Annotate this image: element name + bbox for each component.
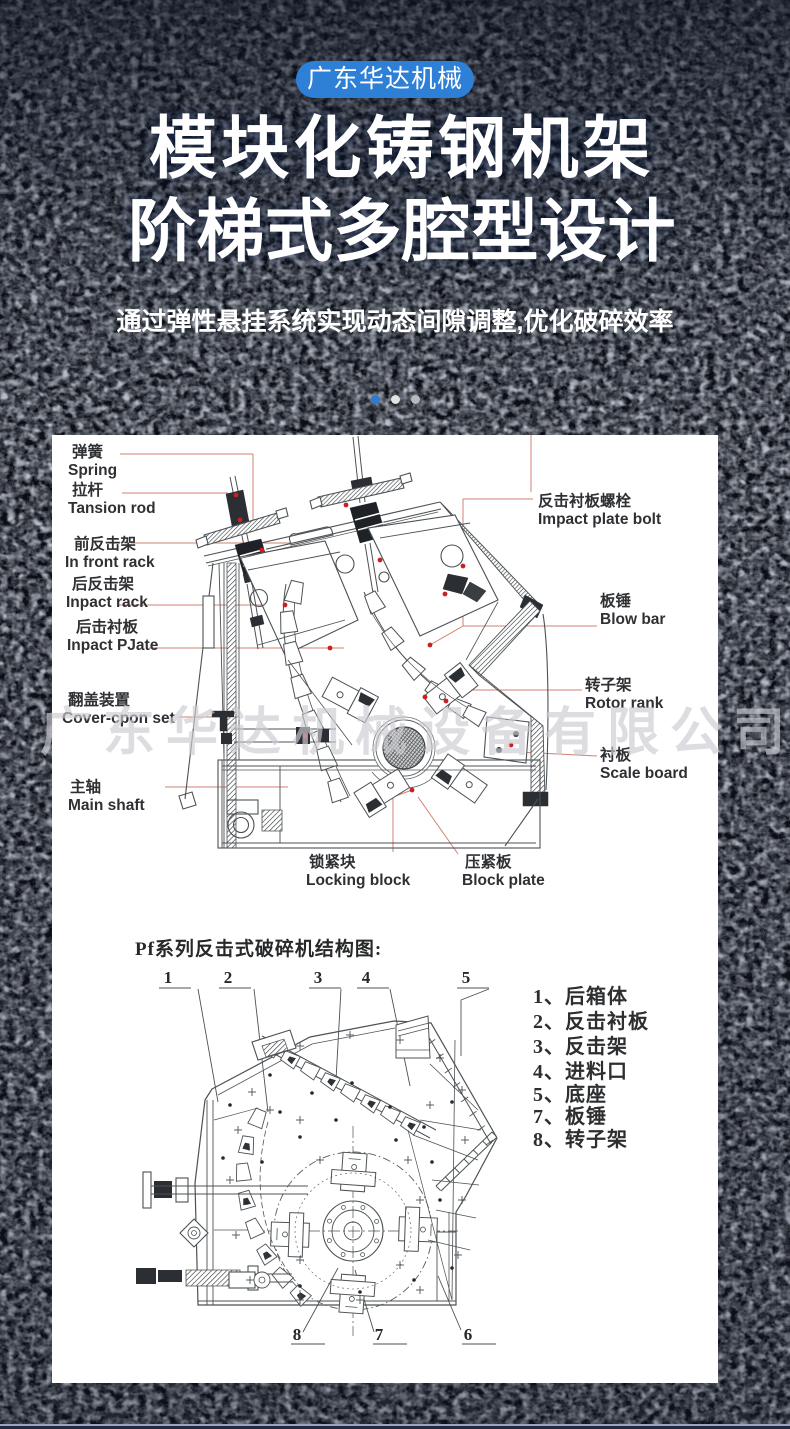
svg-text:Inpact rack: Inpact rack (66, 594, 148, 611)
svg-text:反击衬板螺栓: 反击衬板螺栓 (538, 491, 632, 510)
svg-text:1: 1 (164, 968, 173, 987)
svg-text:弹簧: 弹簧 (72, 442, 104, 461)
svg-text:3: 3 (314, 968, 323, 987)
svg-text:Spring: Spring (68, 462, 117, 479)
svg-text:Pf系列反击式破碎机结构图:: Pf系列反击式破碎机结构图: (135, 937, 382, 960)
svg-text:6: 6 (464, 1325, 473, 1344)
svg-text:拉杆: 拉杆 (72, 480, 104, 499)
svg-text:2、反击衬板: 2、反击衬板 (533, 1009, 649, 1033)
svg-text:锁紧块: 锁紧块 (309, 852, 356, 871)
svg-text:Locking block: Locking block (306, 872, 411, 889)
svg-text:转子架: 转子架 (585, 675, 632, 694)
svg-text:压紧板: 压紧板 (465, 852, 512, 871)
svg-text:7: 7 (375, 1325, 384, 1344)
svg-text:后击衬板: 后击衬板 (76, 617, 139, 636)
svg-text:板锤: 板锤 (600, 591, 632, 610)
svg-text:衬板: 衬板 (600, 745, 632, 764)
svg-text:5、底座: 5、底座 (533, 1082, 607, 1106)
svg-text:主轴: 主轴 (70, 777, 101, 796)
svg-text:翻盖装置: 翻盖装置 (68, 690, 130, 709)
svg-text:5: 5 (462, 968, 471, 987)
svg-text:In front rack: In front rack (65, 554, 155, 571)
svg-text:Block plate: Block plate (462, 872, 545, 889)
svg-text:Inpact PJate: Inpact PJate (67, 637, 159, 654)
svg-text:Scale board: Scale board (600, 765, 688, 782)
svg-text:8、转子架: 8、转子架 (533, 1127, 628, 1151)
svg-text:8: 8 (293, 1325, 302, 1344)
svg-text:Rotor rank: Rotor rank (585, 695, 664, 712)
svg-text:Main shaft: Main shaft (68, 797, 145, 814)
svg-text:3、反击架: 3、反击架 (533, 1034, 628, 1058)
svg-text:7、板锤: 7、板锤 (533, 1104, 607, 1128)
svg-text:Impact plate bolt: Impact plate bolt (538, 511, 661, 528)
svg-text:Tansion rod: Tansion rod (68, 500, 156, 517)
svg-text:1、后箱体: 1、后箱体 (533, 984, 628, 1008)
svg-text:4、进料口: 4、进料口 (533, 1060, 628, 1083)
svg-text:4: 4 (362, 968, 371, 987)
svg-text:前反击架: 前反击架 (74, 534, 137, 553)
svg-text:Cover-cpon set: Cover-cpon set (62, 710, 175, 727)
svg-text:后反击架: 后反击架 (72, 574, 135, 593)
svg-text:Blow bar: Blow bar (600, 611, 665, 628)
svg-text:2: 2 (224, 968, 233, 987)
